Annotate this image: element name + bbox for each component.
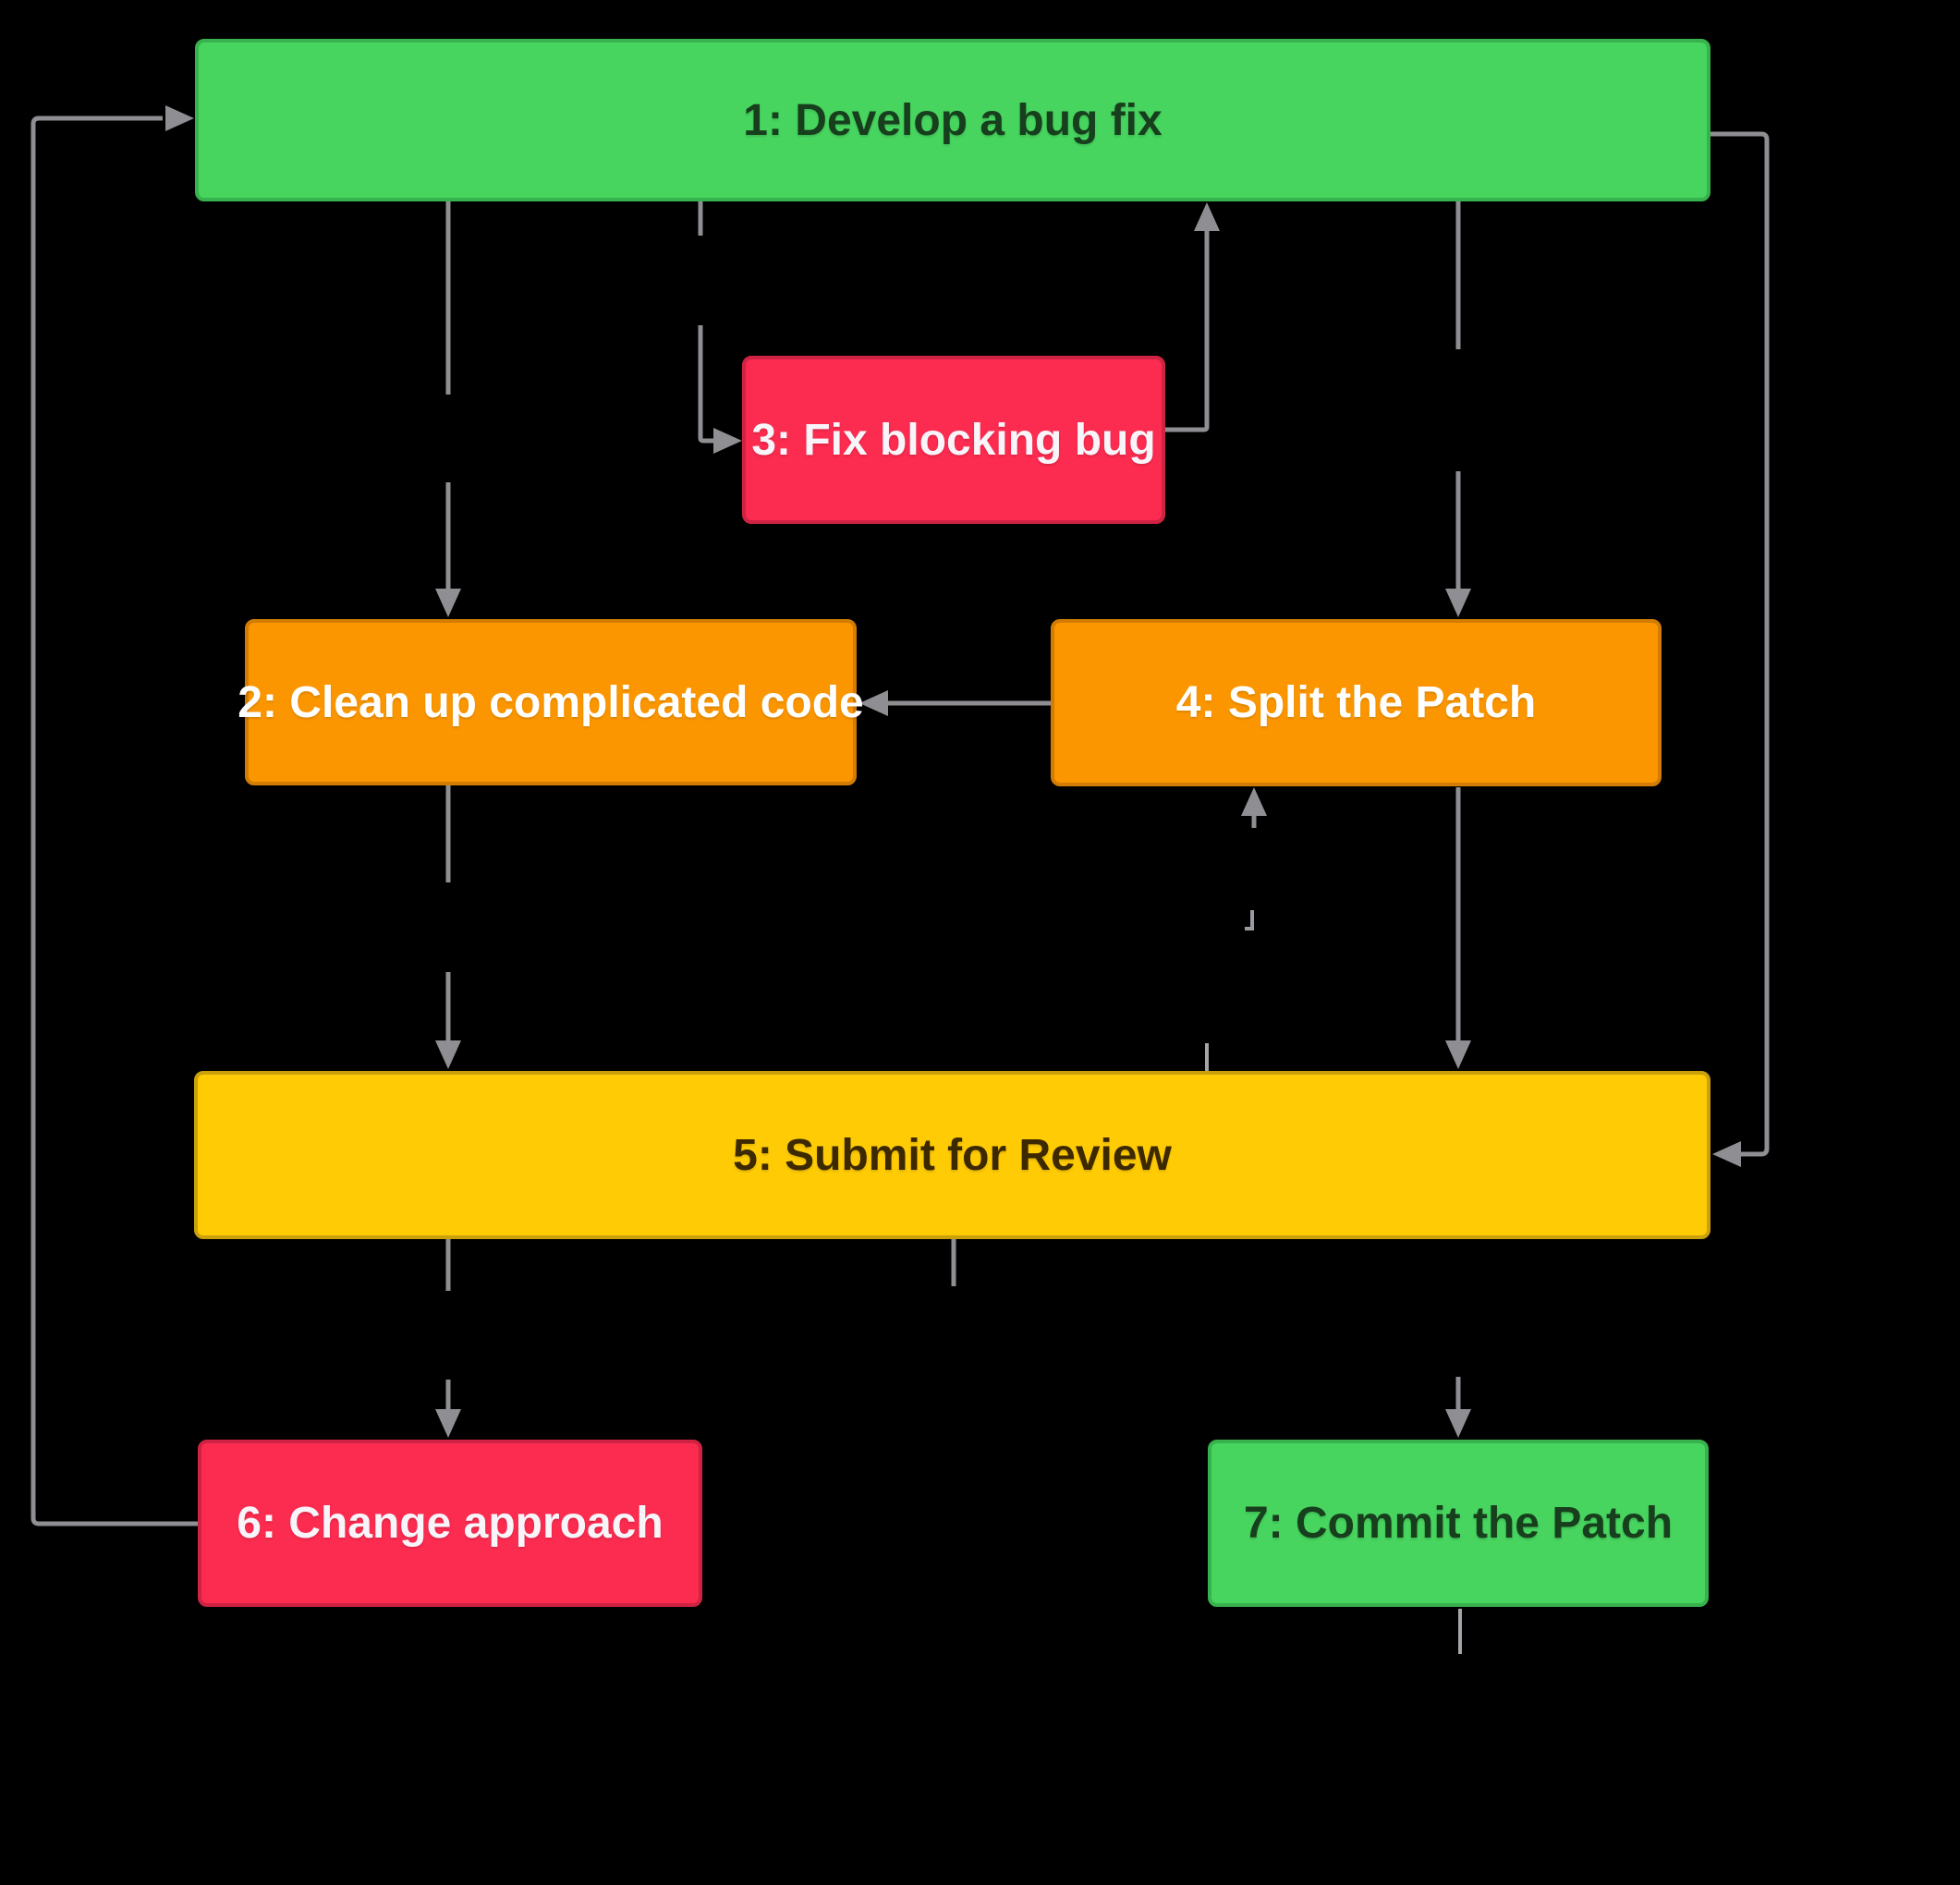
node-commit-the-patch: 7: Commit the Patch xyxy=(1208,1440,1709,1607)
node-change-approach-label: 6: Change approach xyxy=(237,1499,663,1548)
node-develop-bug-fix: 1: Develop a bug fix xyxy=(195,39,1710,201)
arrowhead-into-blockingbug-left xyxy=(713,428,742,454)
node-develop-bug-fix-label: 1: Develop a bug fix xyxy=(743,95,1163,145)
arrowhead-into-review-right xyxy=(1712,1141,1741,1167)
arrowhead-into-develop-left xyxy=(165,105,194,131)
node-split-the-patch-label: 4: Split the Patch xyxy=(1175,678,1537,727)
edge-change-to-develop-loop xyxy=(30,116,198,1526)
node-submit-for-review-label: 5: Submit for Review xyxy=(733,1130,1172,1180)
edge-develop-to-blockingbug-2 xyxy=(698,325,715,444)
edge-review-to-split-fragment xyxy=(1245,910,1254,930)
edge-develop-to-review-loop xyxy=(1710,131,1770,1157)
node-fix-blocking-bug-label: 3: Fix blocking bug xyxy=(751,415,1156,465)
node-commit-the-patch-label: 7: Commit the Patch xyxy=(1243,1499,1674,1548)
node-clean-up-code-label: 2: Clean up complicated code xyxy=(237,677,864,727)
node-submit-for-review: 5: Submit for Review xyxy=(194,1071,1710,1239)
node-fix-blocking-bug: 3: Fix blocking bug xyxy=(742,356,1165,524)
arrowhead-into-split-bottom xyxy=(1241,787,1267,816)
node-clean-up-code: 2: Clean up complicated code xyxy=(237,619,864,785)
node-split-the-patch: 4: Split the Patch xyxy=(1051,619,1662,786)
arrowhead-into-review-top-right xyxy=(1445,1040,1471,1069)
arrowhead-into-commit-top xyxy=(1445,1409,1471,1438)
arrowhead-into-change-top xyxy=(435,1409,461,1438)
node-change-approach: 6: Change approach xyxy=(198,1440,702,1607)
arrowhead-into-cleanup-top xyxy=(435,589,461,617)
arrowhead-into-cleanup-right xyxy=(859,690,888,716)
arrowhead-into-develop-bottom xyxy=(1194,202,1220,231)
edge-blockingbug-to-develop xyxy=(1165,230,1210,432)
arrowhead-into-split-top xyxy=(1445,589,1471,617)
arrowhead-into-review-top-left xyxy=(435,1040,461,1069)
